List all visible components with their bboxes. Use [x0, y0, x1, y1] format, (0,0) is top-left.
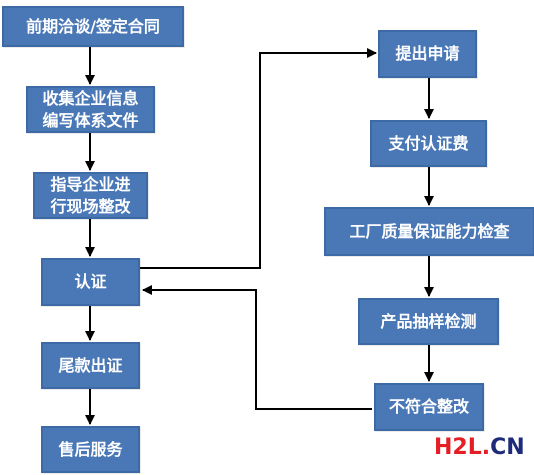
h2l-logo: H2L.CN [434, 434, 530, 462]
step-nonconformity-rectification-label: 不符合整改 [388, 397, 469, 416]
logo-part-dot: . [481, 435, 491, 460]
step-factory-inspection-label: 工厂质量保证能力检查 [349, 221, 510, 241]
step-onsite-guidance-label-1: 指导企业进 [50, 174, 131, 194]
step-pay-fee-label: 支付认证费 [388, 133, 469, 153]
step-submit-application-label: 提出申请 [395, 44, 460, 63]
step-pay-fee: 支付认证费 [370, 120, 487, 167]
step-final-payment-label: 尾款出证 [58, 355, 123, 375]
logo-part-cn: CN [490, 435, 525, 460]
step-product-sampling: 产品抽样检测 [358, 298, 499, 345]
step-after-sales-label: 售后服务 [58, 439, 123, 459]
step-submit-application: 提出申请 [378, 30, 477, 78]
step-collect-info: 收集企业信息 编写体系文件 [26, 86, 155, 133]
step-initial-negotiation-label: 前期洽谈/签定合同 [26, 16, 160, 36]
step-onsite-guidance: 指导企业进 行现场整改 [33, 172, 148, 219]
arrow-rectify-to-certify [142, 285, 372, 410]
step-after-sales: 售后服务 [41, 426, 140, 473]
logo-part-h2l: H2L [434, 435, 482, 460]
step-collect-info-label-2: 编写体系文件 [42, 110, 139, 130]
step-product-sampling-label: 产品抽样检测 [380, 311, 477, 331]
step-nonconformity-rectification: 不符合整改 [374, 383, 484, 431]
step-onsite-guidance-label-2: 行现场整改 [50, 196, 131, 216]
arrow-certify-to-apply [140, 48, 377, 269]
step-factory-inspection: 工厂质量保证能力检查 [324, 207, 534, 256]
step-initial-negotiation: 前期洽谈/签定合同 [2, 6, 184, 47]
step-certification: 认证 [41, 258, 140, 306]
step-certification-label: 认证 [74, 272, 107, 291]
step-collect-info-label-1: 收集企业信息 [42, 88, 139, 108]
step-final-payment: 尾款出证 [41, 342, 140, 389]
